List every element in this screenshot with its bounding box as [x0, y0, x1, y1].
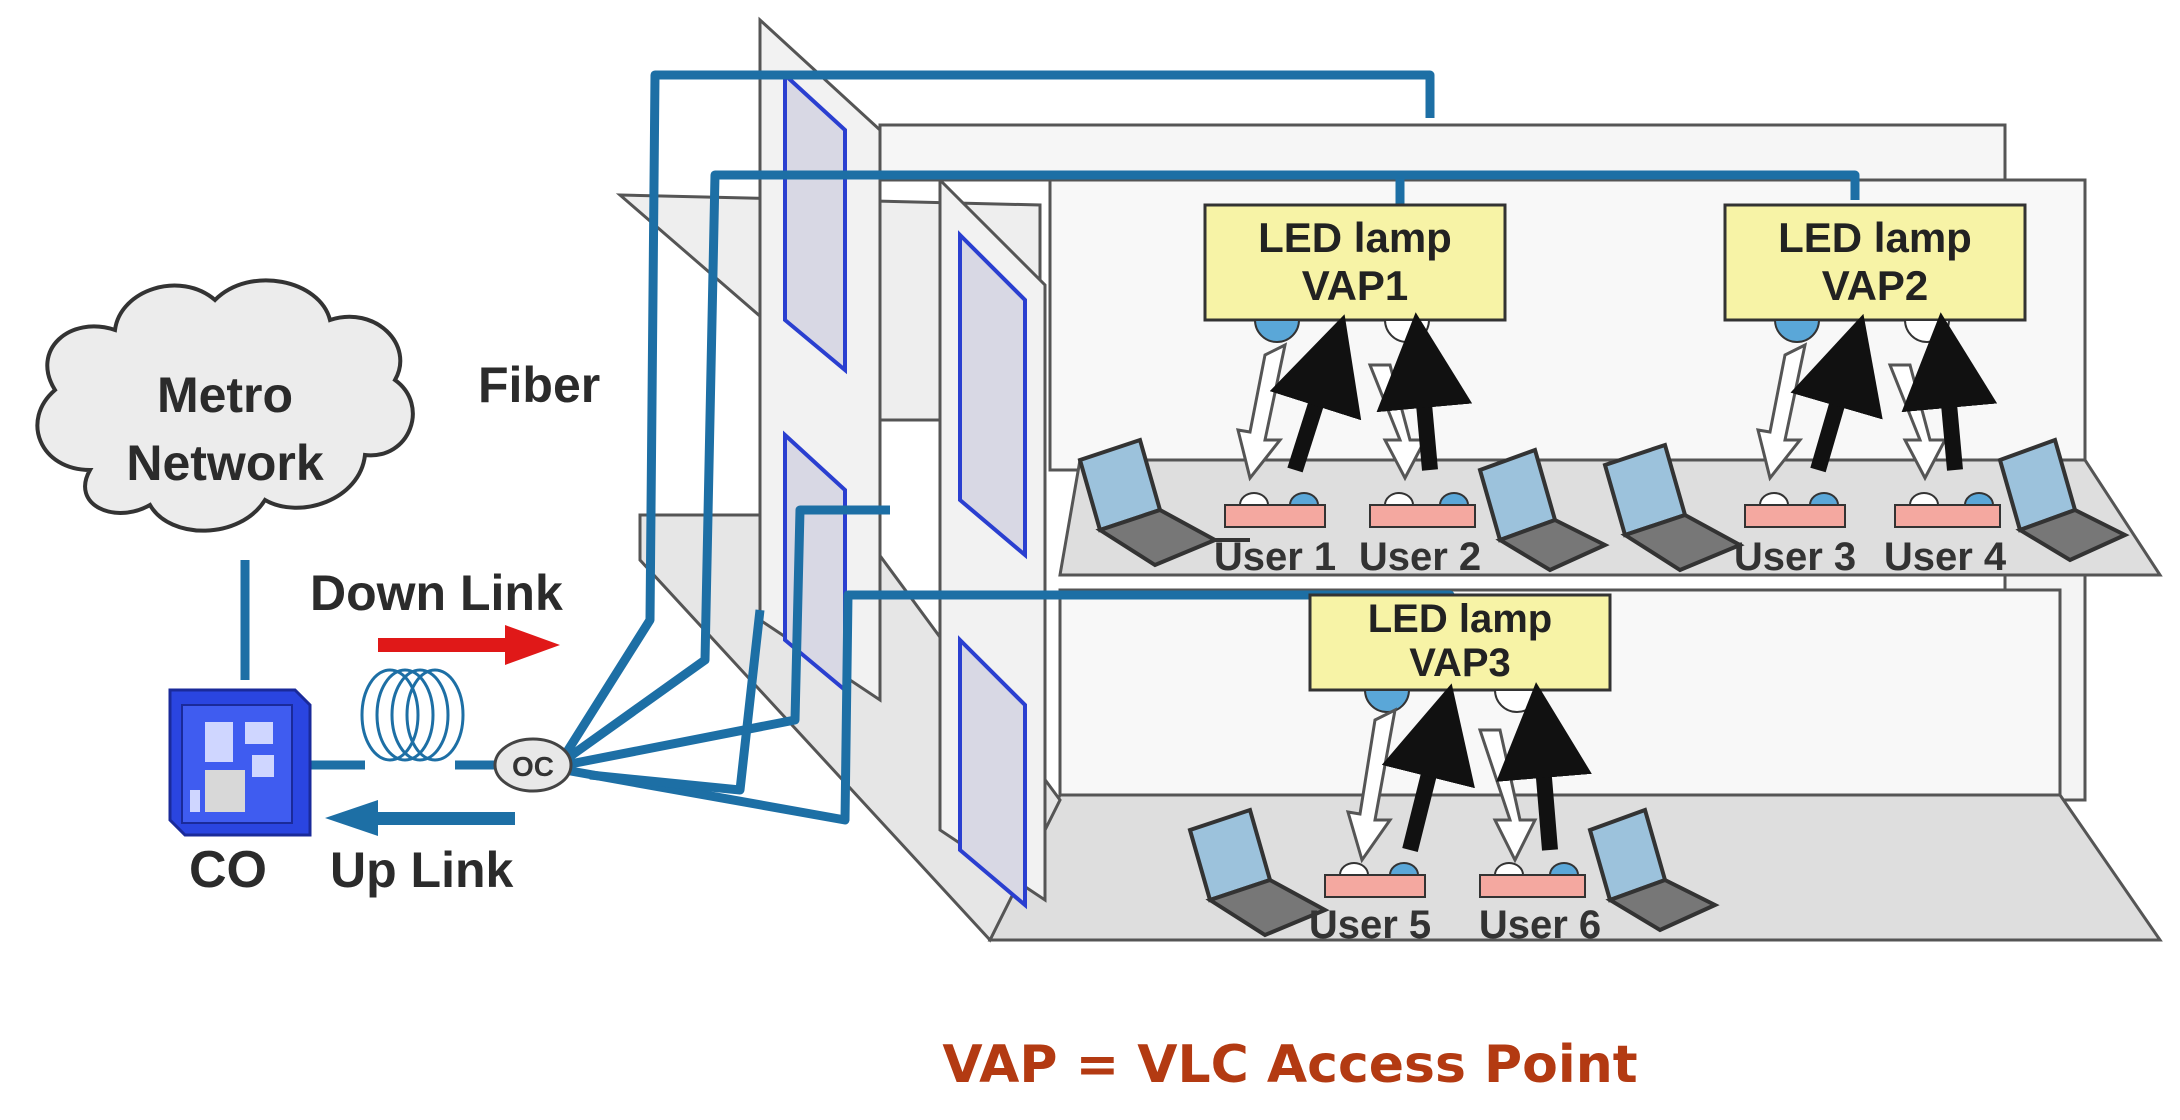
metro-network-cloud: Metro Network	[35, 278, 415, 533]
user-terminals	[1077, 437, 2130, 938]
user-label-3: User 3	[1734, 535, 1856, 579]
user-label-2: User 2	[1359, 535, 1481, 579]
window-3	[958, 230, 1027, 560]
uplink-beam-arrow-icon	[1901, 312, 1998, 471]
vap3-line1: LED lamp	[1368, 597, 1552, 641]
laptop-icon	[1477, 447, 1610, 573]
vap1-lamp: LED lamp VAP1	[1203, 203, 1507, 343]
user4-receiver	[1894, 492, 2001, 528]
vap1-line1: LED lamp	[1258, 214, 1452, 261]
fiber-vap-run	[562, 170, 1860, 764]
window-4	[958, 635, 1027, 910]
cloud-label-line2: Network	[126, 435, 323, 491]
fiber-mid-run	[564, 505, 890, 770]
uplink-beam-arrow-icon	[1381, 683, 1475, 852]
downlink-label: Down Link	[310, 565, 563, 621]
fiber-top-run	[561, 70, 1435, 758]
vap2-line2: VAP2	[1822, 262, 1929, 309]
user2-receiver	[1369, 492, 1476, 528]
laptop-icon	[1997, 437, 2130, 563]
building	[615, 16, 2163, 943]
fiber-spool-icon	[360, 668, 465, 762]
coupler-body	[493, 737, 573, 793]
user-label-4: User 4	[1884, 535, 2007, 579]
optical-coupler: OC	[493, 737, 573, 793]
vap1-line2: VAP1	[1302, 262, 1409, 309]
vap2-lamp: LED lamp VAP2	[1723, 203, 2027, 343]
user6-receiver	[1479, 862, 1586, 898]
vlc-arrows	[1235, 312, 1998, 864]
user-label-6: User 6	[1479, 903, 1601, 947]
downlink-arrow-icon	[378, 625, 560, 665]
cloud-label-line1: Metro	[157, 367, 293, 423]
vap3-line2: VAP3	[1409, 641, 1511, 685]
laptop-icon	[1187, 807, 1330, 938]
user5-receiver	[1324, 862, 1426, 898]
fiber-lower-run	[589, 609, 765, 795]
cloud-shape	[35, 278, 415, 533]
fiber-lines	[240, 70, 1860, 825]
co-label: CO	[189, 841, 267, 899]
vap3-lamp: LED lamp VAP3	[1308, 593, 1612, 713]
uplink-beam-arrow-icon	[1790, 313, 1883, 473]
user1-receiver	[1224, 492, 1326, 528]
coupler-label: OC	[512, 751, 554, 782]
fiber-label: Fiber	[478, 357, 600, 413]
caption: VAP = VLC Access Point	[942, 1035, 1637, 1095]
upper-floor-slab	[1058, 458, 2163, 577]
vap2-line1: LED lamp	[1778, 214, 1972, 261]
uplink-label: Up Link	[330, 842, 514, 898]
laptop-icon	[1077, 437, 1250, 568]
window-1	[783, 70, 847, 375]
laptop-icon	[1587, 807, 1720, 933]
user-label-5: User 5	[1309, 903, 1431, 947]
user3-receiver	[1744, 492, 1846, 528]
uplink-beam-arrow-icon	[1269, 314, 1362, 473]
user-label-1: User 1	[1214, 535, 1336, 579]
central-office-icon	[168, 688, 312, 837]
uplink-arrow-icon	[325, 800, 515, 836]
uplink-beam-arrow-icon	[1376, 312, 1473, 471]
uplink-beam-arrow-icon	[1496, 682, 1592, 851]
laptop-icon	[1602, 442, 1745, 573]
